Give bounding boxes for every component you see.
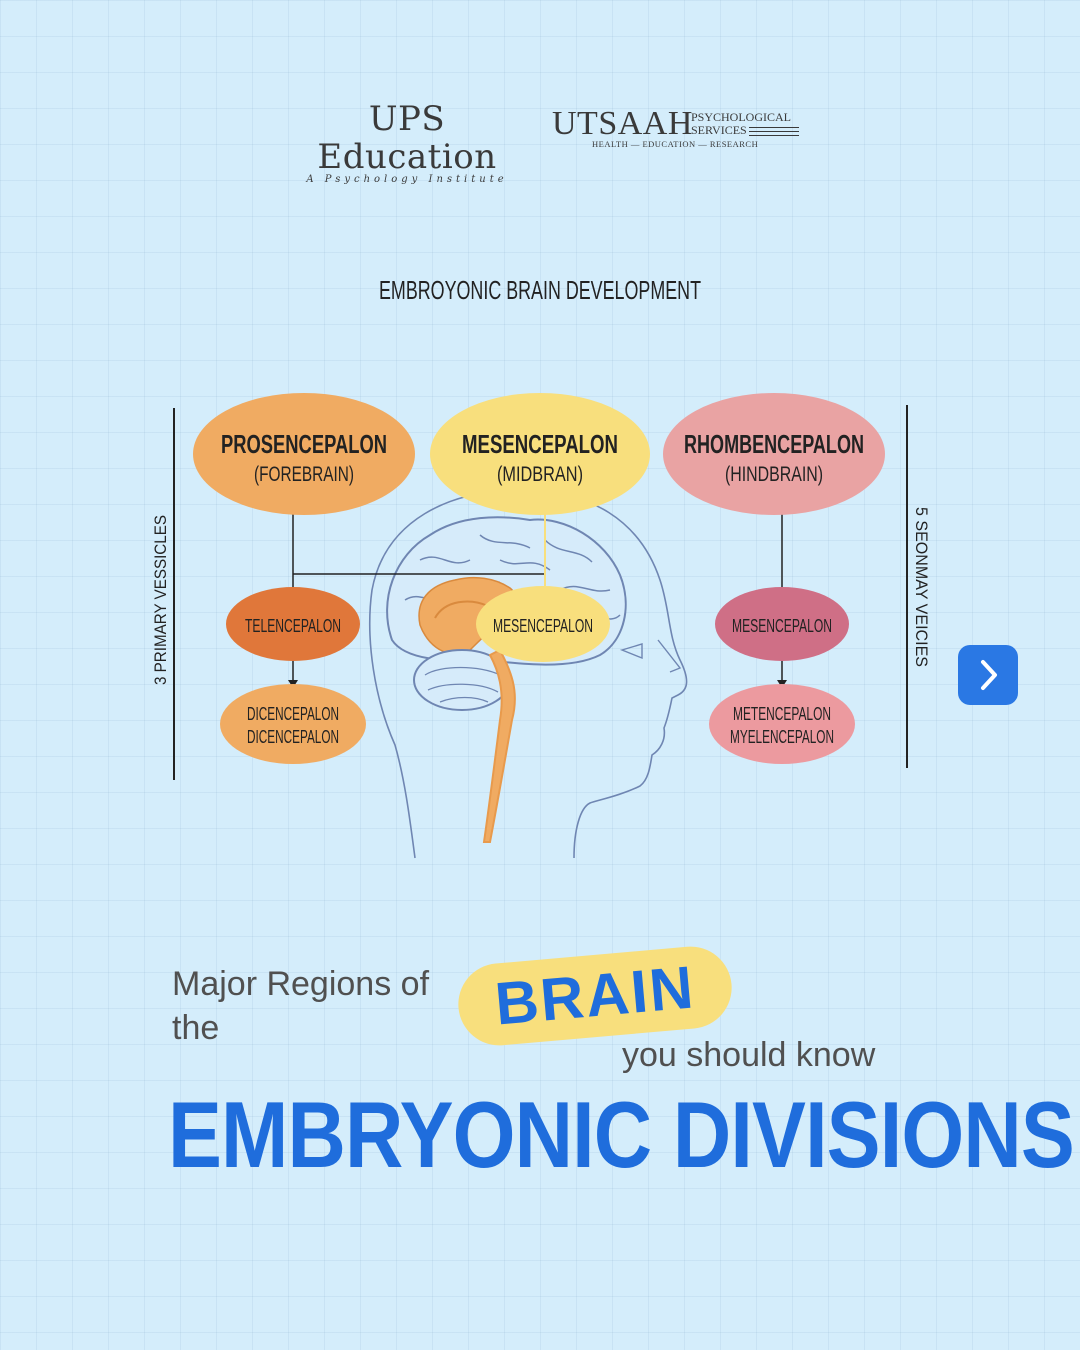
embryonic-brain-diagram: EMBROYONIC BRAIN DEVELOPMENT 3 PRIMARY V… bbox=[151, 275, 931, 859]
eye-outline bbox=[619, 643, 643, 660]
utsaah-logo-line2: SERVICES bbox=[691, 123, 747, 137]
secondary-ellipse bbox=[715, 587, 849, 661]
inner-fold bbox=[434, 600, 489, 619]
secondary-line: MESENCEPALON bbox=[732, 616, 832, 636]
head-outline bbox=[368, 489, 688, 859]
primary-name: RHOMBENCEPALON bbox=[684, 429, 864, 459]
utsaah-logo-rule bbox=[749, 127, 799, 139]
primary-ellipse bbox=[430, 393, 650, 515]
secondary-met-myelencephalon: METENCEPALON MYELENCEPALON bbox=[709, 684, 855, 764]
chevron-right-icon bbox=[981, 660, 997, 690]
brainstem bbox=[482, 648, 516, 843]
main-headline: EMBRYONIC DIVISIONS bbox=[168, 1082, 1075, 1187]
utsaah-logo-name: UTSAAH bbox=[552, 105, 693, 142]
utsaah-logo: UTSAAH PSYCHOLOGICAL SERVICES HEALTH — E… bbox=[552, 106, 812, 150]
primary-name: PROSENCEPALON bbox=[221, 429, 387, 459]
primary-ellipse bbox=[193, 393, 415, 515]
primary-sub: (MIDBRAN) bbox=[497, 463, 583, 486]
primary-sub: (HINDBRAIN) bbox=[725, 463, 823, 486]
secondary-vesicles-label: 5 SEONMAY VEICIES bbox=[912, 507, 931, 667]
secondary-ellipse bbox=[709, 684, 855, 764]
secondary-ellipse bbox=[220, 684, 366, 764]
utsaah-logo-sub: HEALTH — EDUCATION — RESEARCH bbox=[592, 139, 759, 149]
secondary-ellipse bbox=[476, 586, 610, 662]
secondary-line: TELENCEPALON bbox=[245, 616, 341, 636]
heading-line1: Major Regions of bbox=[172, 965, 430, 1003]
primary-ellipse bbox=[663, 393, 885, 515]
connector-lines bbox=[292, 514, 783, 680]
cerebellum-folds bbox=[424, 666, 501, 703]
ups-logo-name: UPS Education bbox=[317, 99, 497, 177]
secondary-line: MYELENCEPALON bbox=[730, 727, 834, 747]
heading-line2: the bbox=[172, 1009, 220, 1047]
primary-prosencephalon: PROSENCEPALON (FOREBRAIN) bbox=[193, 393, 415, 515]
secondary-line: MESENCEPALON bbox=[493, 616, 593, 636]
secondary-line: DICENCEPALON bbox=[247, 727, 339, 747]
secondary-line: DICENCEPALON bbox=[247, 704, 339, 724]
secondary-telencephalon: TELENCEPALON bbox=[226, 587, 360, 661]
primary-sub: (FOREBRAIN) bbox=[254, 463, 354, 486]
next-slide-button[interactable] bbox=[958, 645, 1018, 705]
secondary-mesencephalon: MESENCEPALON bbox=[476, 586, 610, 662]
secondary-diencephalon: DICENCEPALON DICENCEPALON bbox=[220, 684, 366, 764]
utsaah-logo-line1: PSYCHOLOGICAL bbox=[691, 110, 792, 124]
primary-mesencephalon: MESENCEPALON (MIDBRAN) bbox=[430, 393, 650, 515]
diagram-title: EMBROYONIC BRAIN DEVELOPMENT bbox=[379, 275, 701, 305]
secondary-ellipse bbox=[226, 587, 360, 661]
secondary-mesencephalon-hind: MESENCEPALON bbox=[715, 587, 849, 661]
primary-rhombencephalon: RHOMBENCEPALON (HINDBRAIN) bbox=[663, 393, 885, 515]
heading-line3: you should know bbox=[622, 1036, 876, 1074]
secondary-line: METENCEPALON bbox=[733, 704, 831, 724]
ups-logo-tagline: A Psychology Institute bbox=[306, 174, 508, 185]
primary-name: MESENCEPALON bbox=[462, 429, 618, 459]
ups-education-logo: UPS Education A Psychology Institute bbox=[282, 100, 532, 185]
nose-outline bbox=[657, 639, 682, 673]
primary-vesicles-label: 3 PRIMARY VESSICLES bbox=[151, 515, 170, 685]
